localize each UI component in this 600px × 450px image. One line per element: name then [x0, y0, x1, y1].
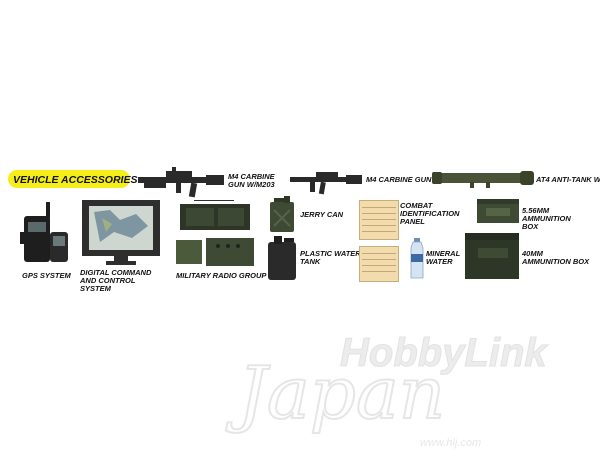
at4-label: AT4 ANTI-TANK W — [536, 175, 600, 184]
gps-device-image — [20, 202, 68, 262]
plastic-water-tank-image — [268, 236, 296, 280]
dccs-label: DIGITAL COMMAND AND CONTROL SYSTEM — [80, 268, 152, 293]
gps-label: GPS SYSTEM — [22, 271, 71, 280]
military-radio-group-image — [176, 200, 254, 266]
ammo-40mm-label: 40MM AMMUNITION BOX — [522, 249, 590, 266]
cid-panel-upper-image — [359, 200, 399, 240]
plastic-water-tank-label: PLASTIC WATER TANK — [300, 249, 361, 266]
cid-panel-label: COMBAT IDENTIFICATION PANEL — [400, 201, 460, 226]
radio-label: MILITARY RADIO GROUP — [176, 271, 267, 280]
banner-title: VEHICLE ACCESSORIES — [13, 174, 138, 186]
m4-rifle-image — [290, 172, 362, 195]
jerry-can-image — [270, 196, 294, 232]
jerry-can-label: JERRY CAN — [300, 210, 344, 219]
at4-launcher-image — [432, 171, 534, 188]
hobbylink-japan-watermark: HobbyLink Japan www.hlj.com — [224, 331, 549, 450]
dccs-monitor-image — [82, 200, 160, 265]
watermark-script: Japan — [225, 351, 445, 435]
m4-m203-rifle-image — [138, 167, 224, 198]
m4-label: M4 CARBINE GUN — [366, 175, 432, 184]
ammo-556-label: 5.56MM AMMUNITION BOX — [522, 206, 571, 231]
ammo-556-box-image — [477, 199, 519, 223]
cid-panel-lower-image — [359, 246, 399, 282]
m4-m203-label: M4 CARBINE GUN W/M203 — [228, 172, 275, 189]
watermark-brand: HobbyLink — [340, 331, 548, 375]
mineral-water-image — [410, 238, 424, 279]
mineral-water-label: MINERAL WATER — [426, 249, 461, 266]
vehicle-accessories-banner — [8, 170, 130, 188]
ammo-40mm-box-image — [465, 233, 519, 279]
watermark-url: www.hlj.com — [420, 437, 481, 449]
